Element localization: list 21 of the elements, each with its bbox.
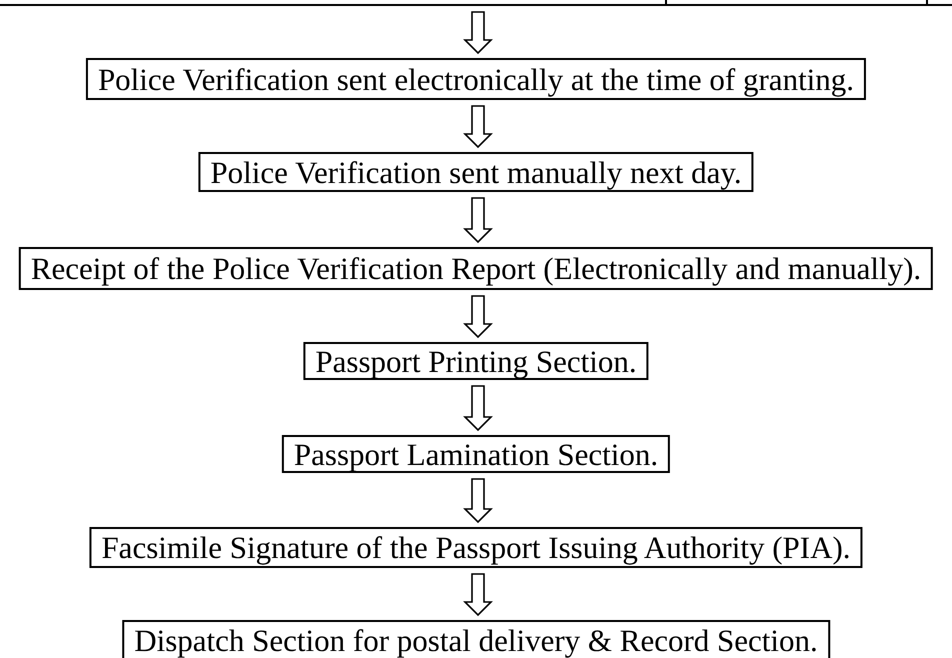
box-text: Passport Printing Section. (315, 346, 637, 376)
hollow-arrow (463, 385, 493, 432)
process-box (89, 527, 863, 568)
box-text: Police Verification sent electronically at the time of granting. (98, 64, 854, 94)
process-box (86, 58, 866, 100)
box-text: Police Verification sent manually next day. (210, 156, 742, 188)
process-box (18, 247, 934, 290)
hollow-arrow (463, 573, 493, 616)
process-box (282, 435, 670, 473)
process-box (122, 620, 830, 658)
hollow-arrow (463, 197, 493, 244)
box-text: Facsimile Signature of the Passport Issuing Authority (PIA). (101, 532, 851, 563)
hollow-arrow (463, 478, 493, 524)
process-box (303, 342, 649, 380)
hollow-arrow (463, 11, 493, 54)
process-box (198, 152, 754, 192)
hollow-arrow (463, 295, 493, 338)
hollow-arrow (463, 105, 493, 148)
box-text: Receipt of the Police Verification Report (Electronically and manually). (30, 253, 922, 284)
box-text: Passport Lamination Section. (294, 438, 658, 470)
box-text: Dispatch Section for postal delivery & Record Section. (134, 624, 818, 656)
